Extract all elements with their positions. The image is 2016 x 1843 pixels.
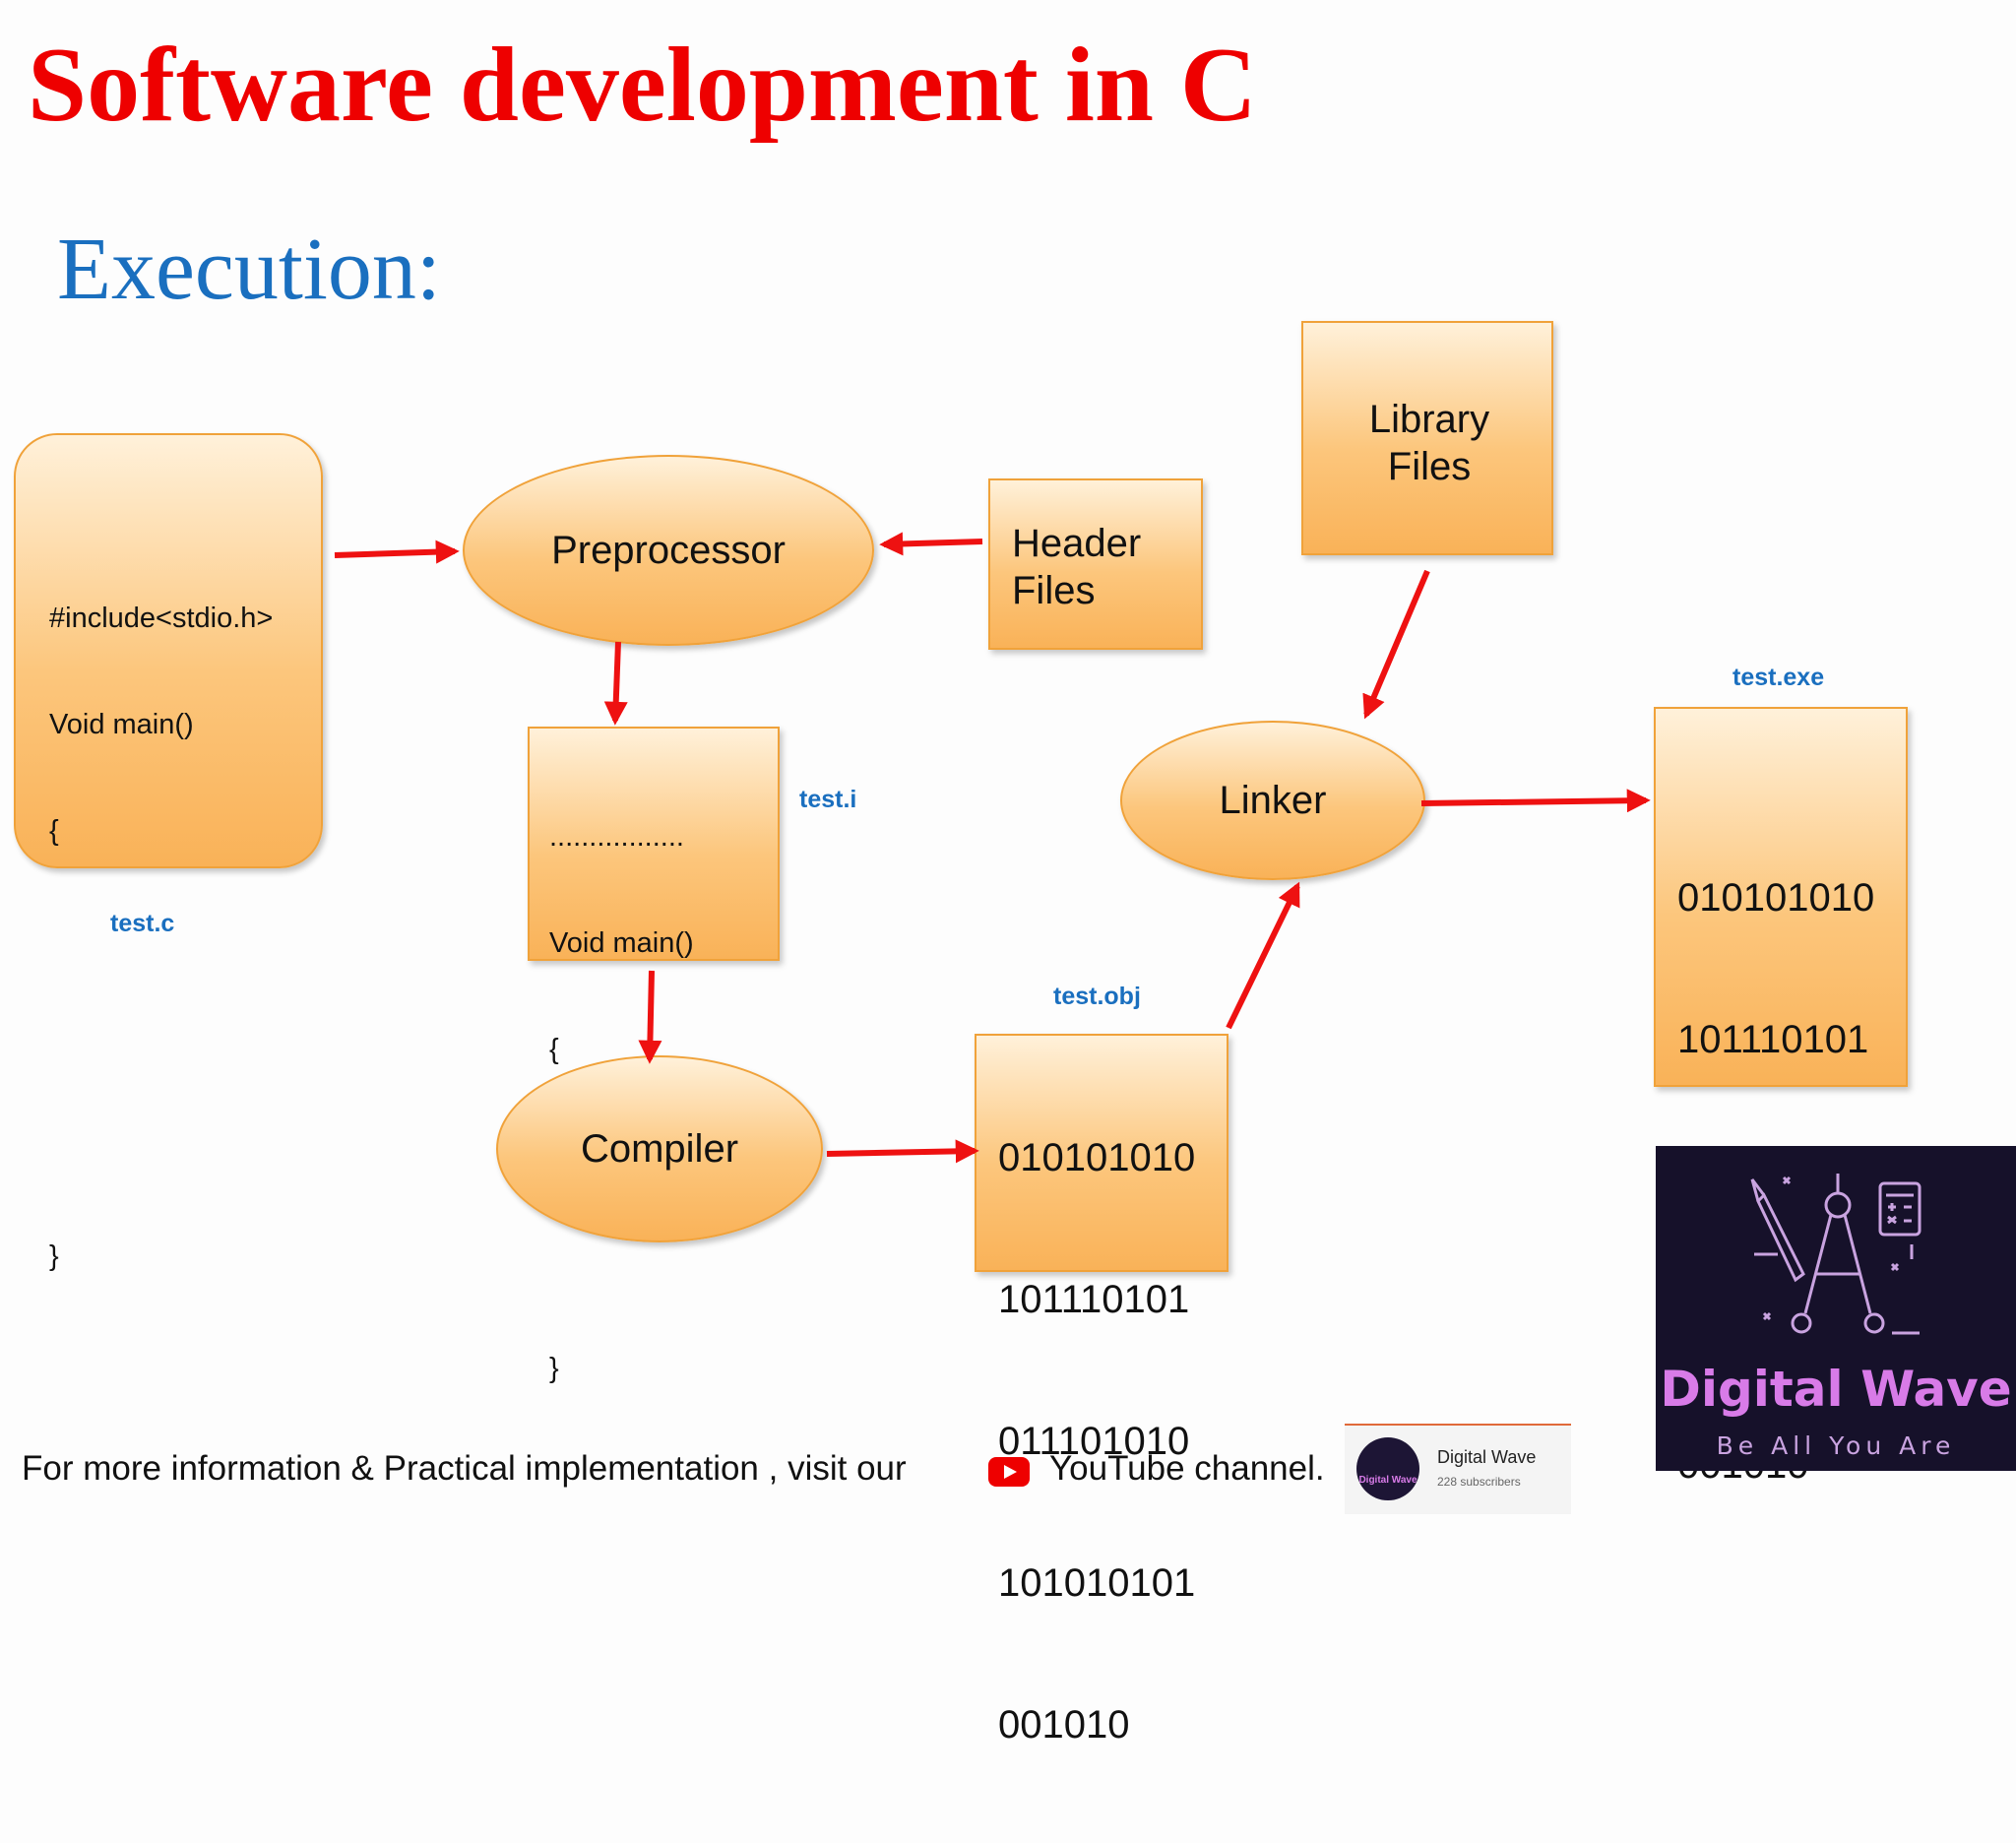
code-line: } — [549, 1353, 559, 1384]
header-files-label: Header Files — [1012, 522, 1142, 612]
arrow-preprocessed-to-compiler — [638, 970, 662, 1064]
arrow-preprocessor-to-preprocessed — [603, 641, 628, 726]
preprocessed-code-box: ................. Void main() { ........… — [528, 727, 780, 1384]
channel-name[interactable]: Digital Wave — [1437, 1447, 1537, 1467]
arrow-header-to-preprocessor — [879, 532, 983, 556]
channel-card[interactable]: Digital Wave Digital Wave 228 subscriber… — [1345, 1424, 1571, 1514]
code-line: Void main() — [549, 927, 694, 959]
code-line: ................. — [549, 821, 684, 853]
arrow-source-to-preprocessor — [334, 540, 460, 564]
youtube-play-icon[interactable] — [988, 1457, 1030, 1487]
logo-tagline: Be All You Are — [1716, 1431, 1956, 1460]
library-files-box: Library Files — [1301, 321, 1553, 555]
compass-pencil-calculator-icon — [1750, 1174, 1922, 1335]
library-files-label: Library Files — [1368, 398, 1490, 488]
logo-name: Digital Wave — [1660, 1361, 2012, 1418]
linker-node: Linker — [1120, 721, 1425, 880]
object-filename: test.obj — [1053, 983, 1141, 1010]
compiler-node: Compiler — [496, 1055, 823, 1242]
footer-youtube-link[interactable]: YouTube channel. — [1049, 1449, 1325, 1488]
header-files-box: Header Files — [988, 478, 1203, 650]
preprocessed-filename: test.i — [799, 786, 857, 813]
linker-label: Linker — [1219, 778, 1327, 822]
arrow-library-to-linker — [1362, 569, 1430, 720]
arrow-object-to-linker — [1226, 881, 1300, 1030]
arrow-compiler-to-object — [826, 1139, 979, 1164]
code-line: } — [49, 1240, 59, 1272]
slide-title: Software development in C — [28, 27, 1257, 144]
channel-avatar-text: Digital Wave — [1358, 1475, 1418, 1486]
preprocessor-label: Preprocessor — [551, 528, 786, 572]
brand-logo: Digital Wave Be All You Are — [1656, 1146, 2016, 1471]
source-filename: test.c — [110, 910, 175, 937]
channel-avatar[interactable]: Digital Wave — [1356, 1437, 1419, 1500]
channel-subscribers: 228 subscribers — [1437, 1475, 1521, 1489]
preprocessor-node: Preprocessor — [463, 455, 874, 646]
arrow-linker-to-executable — [1420, 789, 1651, 813]
code-line: #include<stdio.h> — [49, 603, 274, 634]
source-code-lines: #include<stdio.h> Void main() { } — [49, 530, 273, 1345]
source-code-box: #include<stdio.h> Void main() { } — [14, 433, 323, 1272]
slide-subtitle: Execution: — [57, 221, 441, 318]
footer-text: For more information & Practical impleme… — [22, 1449, 907, 1488]
flow-arrows — [334, 532, 1651, 1164]
code-line: Void main() — [49, 709, 194, 740]
code-line: { — [549, 1034, 559, 1065]
compiler-label: Compiler — [580, 1126, 739, 1171]
executable-filename: test.exe — [1732, 664, 1825, 691]
code-line: { — [49, 815, 59, 847]
